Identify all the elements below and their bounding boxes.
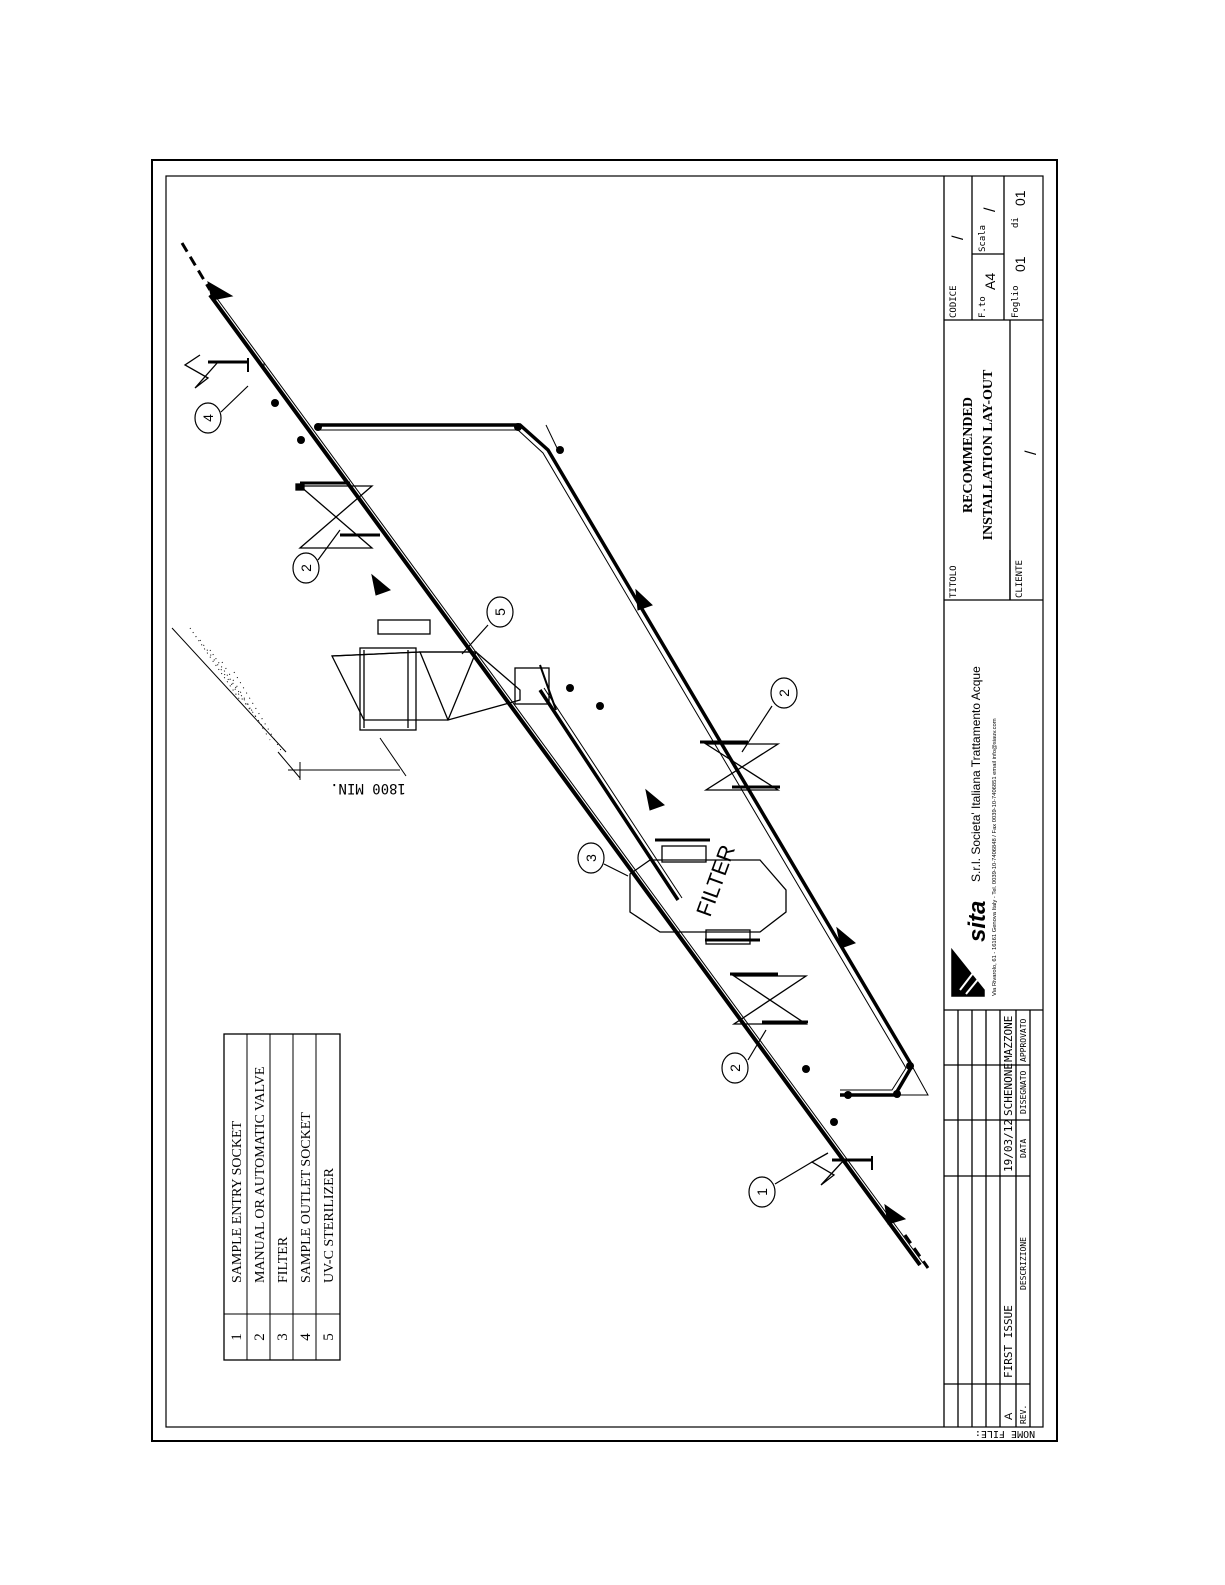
legend-label-3: FILTER [276, 1236, 291, 1283]
bypass-pipe [318, 423, 929, 1097]
nome-file-label: NOME FILE: [975, 1428, 1035, 1439]
legend-table: 1 2 3 4 5 SAMPLE ENTRY SOCKET MANUAL OR … [223, 1033, 341, 1361]
data-header: DATA [1019, 1139, 1028, 1158]
title-block [943, 176, 1043, 1427]
filter-vessel [629, 838, 787, 945]
legend-label-2: MANUAL OR AUTOMATIC VALVE [253, 1067, 268, 1283]
valve-upper [295, 481, 380, 549]
filter-label: FILTER [691, 841, 740, 919]
cliente-value: / [1023, 450, 1040, 455]
foglio-label: Foglio [1011, 285, 1021, 318]
dimension-label: 1800 MIN. [330, 780, 406, 796]
titolo-label: TITOLO [949, 565, 959, 598]
inner-border [165, 175, 1044, 1428]
disegnato-value: SCHENONE [1002, 1063, 1015, 1116]
uv-sterilizer [330, 619, 557, 731]
dimension-line [277, 737, 407, 780]
codice-value: / [950, 235, 967, 240]
floor-hatch [171, 627, 287, 753]
valve-lower [730, 972, 809, 1025]
title-line-1: RECOMMENDED [961, 397, 976, 513]
title-line-2: INSTALLATION LAY-OUT [981, 369, 996, 540]
legend-num-2: 2 [252, 1333, 268, 1341]
company-logo-text: sita [964, 901, 991, 942]
balloon-5: 5 [492, 608, 508, 616]
legend-num-3: 3 [275, 1333, 291, 1341]
flow-arrows [207, 280, 907, 1225]
rev-value: A [1003, 1412, 1015, 1420]
balloon-3: 3 [583, 854, 599, 862]
balloon-1: 1 [754, 1188, 770, 1196]
legend-num-4: 4 [298, 1333, 314, 1341]
legend-num-1: 1 [229, 1333, 245, 1341]
codice-label: CODICE [949, 285, 959, 318]
balloon-2-upper: 2 [298, 564, 314, 572]
sample-entry-socket [810, 1152, 873, 1186]
balloon-2-lower: 2 [727, 1064, 743, 1072]
descr-header: DESCRIZIONE [1019, 1237, 1028, 1290]
di-value: 01 [1012, 190, 1028, 206]
legend-label-1: SAMPLE ENTRY SOCKET [230, 1120, 245, 1283]
di-label: di [1011, 217, 1021, 228]
descrizione-value: FIRST ISSUE [1002, 1305, 1015, 1378]
uv-pipe-down [538, 687, 683, 901]
legend-label-4: SAMPLE OUTLET SOCKET [299, 1112, 314, 1283]
disegnato-header: DISEGNATO [1019, 1070, 1028, 1114]
balloon-4: 4 [200, 414, 216, 422]
main-pipe [208, 292, 924, 1267]
fto-value: A4 [982, 273, 998, 290]
sample-outlet-socket [183, 354, 265, 389]
scala-label: Scala [978, 225, 988, 252]
approvato-value: MAZZONE [1002, 1016, 1015, 1062]
foglio-value: 01 [1012, 256, 1028, 272]
scala-value: / [982, 207, 999, 212]
outer-border [151, 159, 1058, 1442]
company-name: S.r.l. Societa' Italiana Trattamento Acq… [969, 666, 983, 882]
pipe-ends [180, 242, 930, 1269]
legend-label-5: UV-C STERILIZER [322, 1167, 337, 1283]
approvato-header: APPROVATO [1019, 1018, 1028, 1062]
fto-label: F.to [978, 296, 988, 318]
balloon-2-bypass: 2 [776, 689, 792, 697]
legend-num-5: 5 [321, 1333, 337, 1341]
callouts [194, 385, 813, 1208]
company-address: Via Rivarolo, 61 - 16161 Genova Italy - … [992, 718, 998, 996]
pipe-joints [271, 399, 914, 1126]
rev-header: REV. [1019, 1405, 1028, 1424]
data-value: 19/03/12 [1002, 1119, 1015, 1172]
valve-bypass [700, 740, 781, 791]
company-logo [951, 947, 985, 997]
cliente-label: CLIENTE [1015, 560, 1025, 598]
